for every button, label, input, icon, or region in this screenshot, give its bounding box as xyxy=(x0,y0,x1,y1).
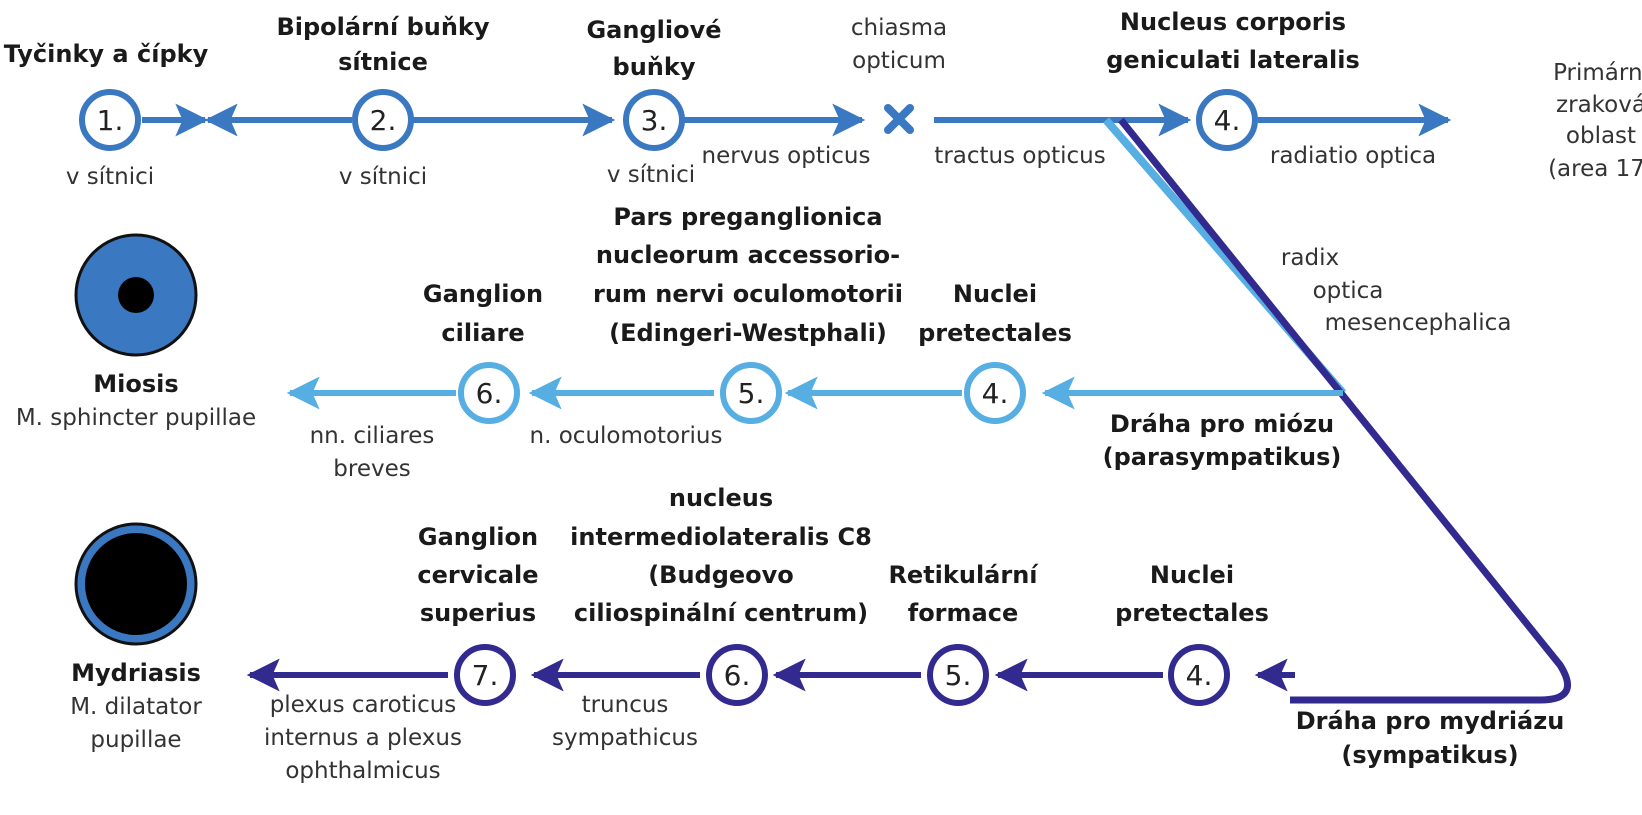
myd-node-6-title-line1: nucleus xyxy=(669,484,773,512)
myd-node-7-title-line1: Ganglion xyxy=(418,523,538,551)
myd-node-4-circle xyxy=(1168,644,1230,706)
myd-node-6-title-line2: intermediolateralis C8 xyxy=(570,523,872,551)
node-1-circle xyxy=(79,89,141,151)
myd-node-6-number: 6. xyxy=(724,659,751,692)
miosis-node-4-title-line2: pretectales xyxy=(918,319,1072,347)
label-nervus-opticus: nervus opticus xyxy=(702,143,871,169)
label-plexus-line3: ophthalmicus xyxy=(285,758,440,784)
miosis-node-5-number: 5. xyxy=(738,377,765,410)
node-4-lgn-number: 4. xyxy=(1214,104,1241,137)
node-3-location: v sítnici xyxy=(607,162,695,188)
radix-mydriasis-branch xyxy=(1118,117,1572,704)
node-2-number: 2. xyxy=(370,104,397,137)
node-2-location: v sítnici xyxy=(339,164,427,190)
miosis-muscle-label: M. sphincter pupillae xyxy=(16,405,256,431)
label-truncus-line1: truncus xyxy=(582,692,669,718)
label-plexus-line2: internus a plexus xyxy=(264,725,462,751)
node-1-location: v sítnici xyxy=(66,164,154,190)
node-4-lgn-title-line2: geniculati lateralis xyxy=(1106,46,1360,74)
label-nn-ciliares-line1: nn. ciliares xyxy=(310,423,435,449)
myd-node-4-title-line1: Nuclei xyxy=(1150,561,1234,589)
miosis-pathway: 4. 5. 6. Dráha pro miózu (parasympatikus… xyxy=(16,203,1343,482)
miosis-effect-label: Miosis xyxy=(93,370,178,398)
label-tractus-opticus: tractus opticus xyxy=(934,143,1105,169)
myd-node-6-title-line4: ciliospinální centrum) xyxy=(574,599,868,627)
label-plexus-line1: plexus caroticus xyxy=(270,692,457,718)
node-3-title-line2: buňky xyxy=(613,53,696,81)
visual-pathway: 1. 2. 3. 4. Tyčinky a čípky v sítnici Bi… xyxy=(4,8,1642,190)
target-line2: zraková xyxy=(1556,92,1642,118)
target-line1: Primární xyxy=(1553,60,1642,86)
node-4-lgn-circle xyxy=(1196,89,1258,151)
label-truncus-line2: sympathicus xyxy=(552,725,698,751)
miosis-node-5-circle xyxy=(720,362,782,424)
myd-node-5-title-line2: formace xyxy=(908,599,1018,627)
myd-node-5-circle xyxy=(927,644,989,706)
radix-label-line1: radix xyxy=(1281,245,1339,271)
miosis-node-5-title-line1: Pars preganglionica xyxy=(613,203,882,231)
node-3-number: 3. xyxy=(641,104,668,137)
myd-node-4-number: 4. xyxy=(1186,659,1213,692)
miosis-node-6-title-line1: Ganglion xyxy=(423,280,543,308)
miosis-node-5-title-line3: rum nervi oculomotorii xyxy=(593,280,903,308)
miosis-node-4-number: 4. xyxy=(982,377,1009,410)
label-chiasma-line2: opticum xyxy=(852,48,946,74)
mydriasis-pathway: 4. 5. 6. 7. Dráha pro mydriázu (sympatik… xyxy=(70,484,1564,784)
miosis-node-6-title-line2: ciliare xyxy=(441,319,524,347)
myd-node-7-circle xyxy=(454,644,516,706)
node-1-number: 1. xyxy=(97,104,124,137)
label-n-oculomotorius: n. oculomotorius xyxy=(530,423,723,449)
myd-node-7-title-line3: superius xyxy=(420,599,536,627)
radix-optica-mesencephalica: radix optica mesencephalica xyxy=(1102,117,1572,704)
label-nn-ciliares-line2: breves xyxy=(333,456,410,482)
label-chiasma-line1: chiasma xyxy=(851,15,947,41)
radix-label-line2: optica xyxy=(1313,278,1384,304)
miosis-node-5-title-line2: nucleorum accessorio- xyxy=(596,241,900,269)
node-2-title-line1: Bipolární buňky xyxy=(276,13,489,41)
mydriasis-effect-label: Mydriasis xyxy=(71,659,201,687)
myd-pathway-name-line1: Dráha pro mydriázu xyxy=(1296,707,1565,735)
miosis-node-4-circle xyxy=(964,362,1026,424)
myd-node-6-circle xyxy=(706,644,768,706)
target-line3: oblast xyxy=(1566,123,1636,149)
node-2-title-line2: sítnice xyxy=(338,48,428,76)
mydriasis-muscle-line1: M. dilatator xyxy=(70,694,202,720)
mydriasis-pupil-icon xyxy=(74,522,198,646)
miosis-node-4-title-line1: Nuclei xyxy=(953,280,1037,308)
myd-pathway-name-line2: (sympatikus) xyxy=(1341,741,1518,769)
node-3-circle xyxy=(623,89,685,151)
miosis-node-6-circle xyxy=(458,362,520,424)
node-2-circle xyxy=(352,89,414,151)
label-radiatio-optica: radiatio optica xyxy=(1270,143,1436,169)
miosis-pupil-icon xyxy=(74,233,198,357)
myd-node-5-number: 5. xyxy=(945,659,972,692)
chiasma-cross-icon xyxy=(884,104,914,134)
node-4-lgn-title-line1: Nucleus corporis xyxy=(1120,8,1346,36)
myd-node-7-title-line2: cervicale xyxy=(417,561,538,589)
node-1-title: Tyčinky a čípky xyxy=(4,40,209,68)
myd-node-6-title-line3: (Budgeovo xyxy=(648,561,794,589)
myd-node-4-title-line2: pretectales xyxy=(1115,599,1269,627)
miosis-pathway-name-line2: (parasympatikus) xyxy=(1103,443,1342,471)
myd-node-7-number: 7. xyxy=(472,659,499,692)
radix-label-line3: mesencephalica xyxy=(1325,310,1512,336)
miosis-pathway-name-line1: Dráha pro miózu xyxy=(1110,410,1334,438)
miosis-node-6-number: 6. xyxy=(476,377,503,410)
target-line4: (area 17) xyxy=(1548,156,1642,182)
miosis-node-5-title-line4: (Edingeri-Westphali) xyxy=(609,319,887,347)
node-3-title-line1: Gangliové xyxy=(586,16,721,44)
myd-node-5-title-line1: Retikulární xyxy=(888,561,1039,589)
mydriasis-muscle-line2: pupillae xyxy=(90,727,181,753)
